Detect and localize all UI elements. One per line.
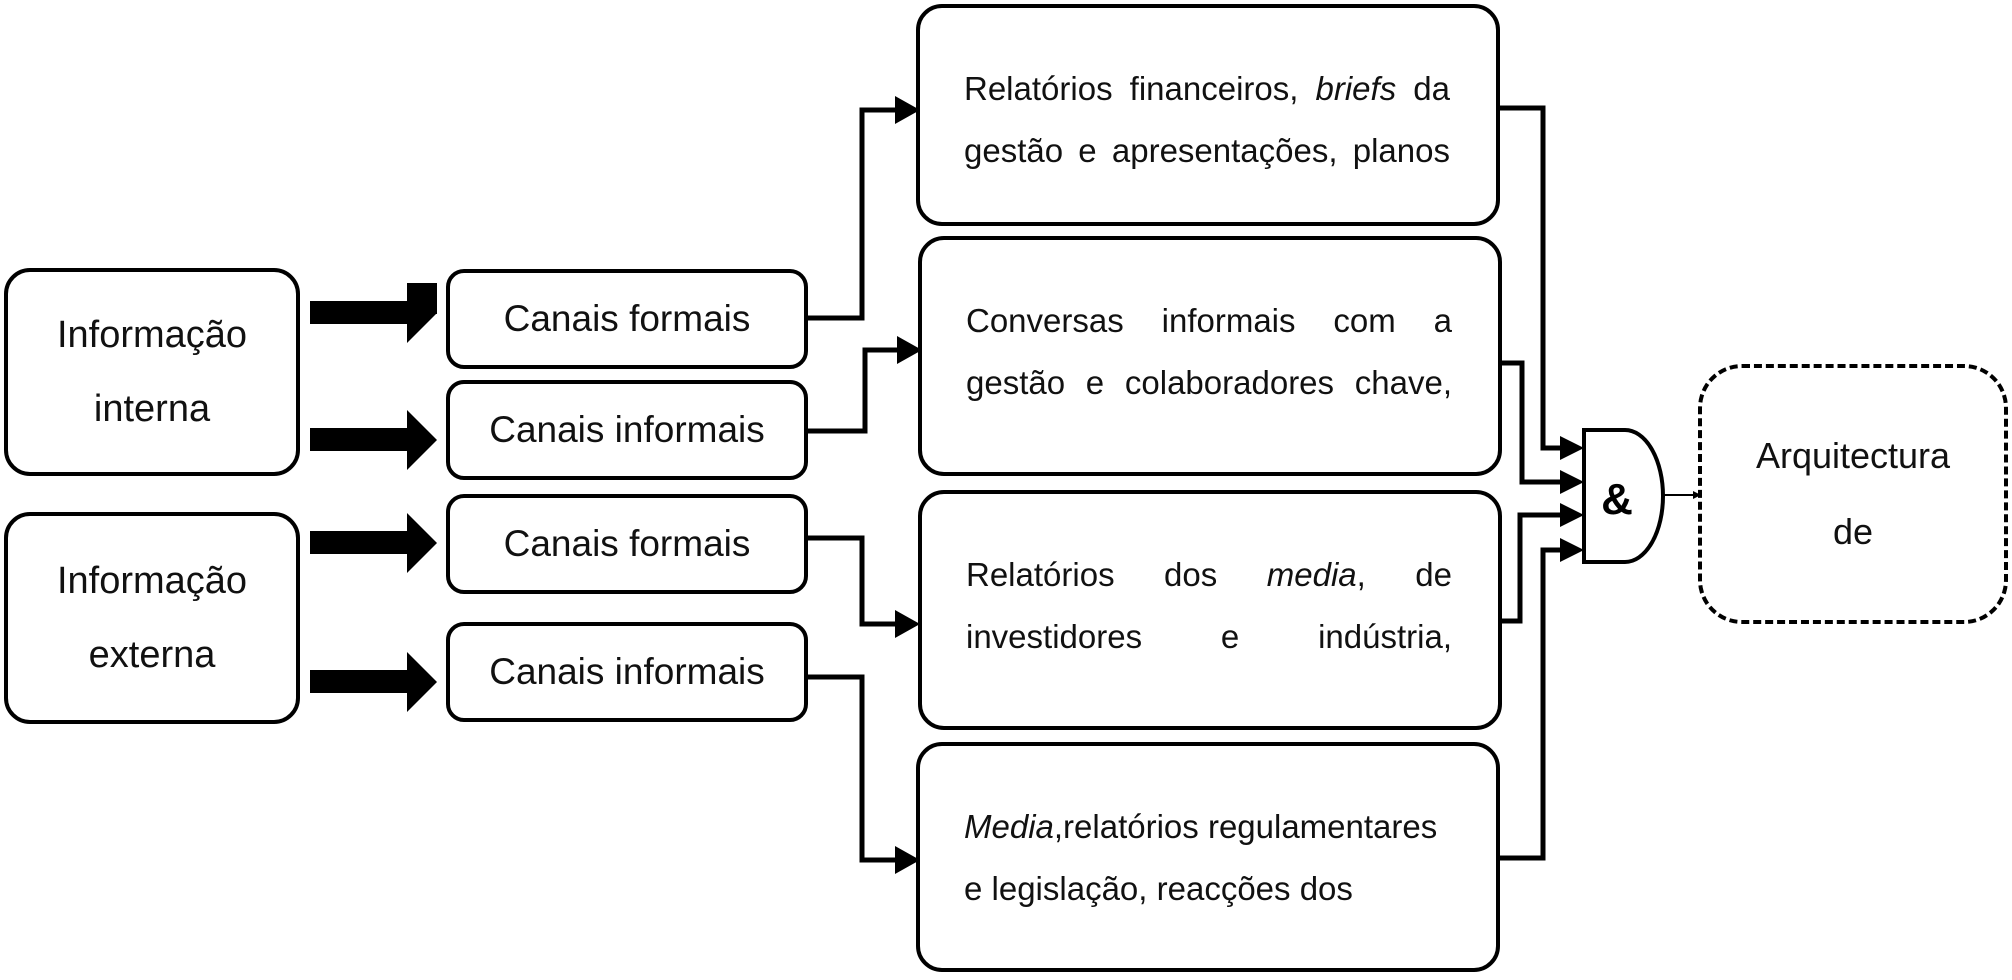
connector-output2-gate [1502,360,1565,485]
and-gate-symbol: & [1601,475,1633,524]
source-internal-line1: Informação [56,314,248,356]
output3-line1: Relatórios dos media, de [966,556,1453,593]
source-external-info: Informação externa [4,512,300,724]
connector-output4-gate [1500,547,1565,861]
connector-output1-gate [1500,105,1565,451]
output1-line2: gestão e apresentações, planos [964,132,1450,169]
block-arrow-1 [310,283,437,343]
channel-informal-external-label: Canais informais [489,651,765,692]
channel-formal-external-label: Canais formais [503,523,751,564]
source-internal-info: Informação interna [4,268,300,476]
arrowhead-output4 [895,846,920,874]
output-media-reports: Relatórios dos media, de investidores e … [918,490,1502,730]
connector-formal-internal [805,107,898,321]
result-line1: Arquitectura [1755,435,1951,476]
block-arrow-3 [310,513,437,573]
arrowhead-output3 [895,610,920,638]
connector-output3-gate [1502,512,1565,624]
source-external-line2: externa [88,634,216,676]
connector-informal-internal [805,347,900,434]
channel-formal-internal: Canais formais [446,269,808,369]
connector-formal-external [805,535,898,627]
channel-formal-internal-label: Canais formais [503,298,751,339]
arrowhead-gate-1 [1560,436,1584,460]
channel-informal-internal: Canais informais [446,380,808,480]
arrowhead-output2 [897,336,922,364]
output-regulatory-reports: Media,relatórios regulamentares e legisl… [916,742,1500,972]
output2-line2: gestão e colaboradores chave, [966,364,1452,401]
block-arrow-4 [310,652,437,712]
arrowhead-gate-2 [1560,470,1584,494]
output4-line1: Media,relatórios regulamentares [964,808,1438,845]
source-internal-line2: interna [93,388,211,430]
and-gate [1582,428,1665,564]
output3-line2: investidores e indústria, [966,618,1452,655]
output2-line1: Conversas informais com a [966,302,1452,339]
source-external-line1: Informação [56,560,248,602]
output-informal-conversations: Conversas informais com a gestão e colab… [918,236,1502,476]
output-financial-reports: Relatórios financeiros, briefs da gestão… [916,4,1500,226]
output4-line2: e legislação, reacções dos [964,870,1353,907]
channel-formal-external: Canais formais [446,494,808,594]
block-arrow-2 [310,410,437,470]
output1-line1: Relatórios financeiros, briefs da [964,70,1450,107]
arrowhead-output1 [895,96,920,124]
result-line2: de [1832,511,1874,552]
connector-informal-external [805,674,898,863]
arrowhead-gate-4 [1560,538,1584,562]
arrowhead-gate-3 [1560,503,1584,527]
channel-informal-internal-label: Canais informais [489,409,765,450]
result-architecture: Arquitectura de [1698,364,2008,624]
channel-informal-external: Canais informais [446,622,808,722]
